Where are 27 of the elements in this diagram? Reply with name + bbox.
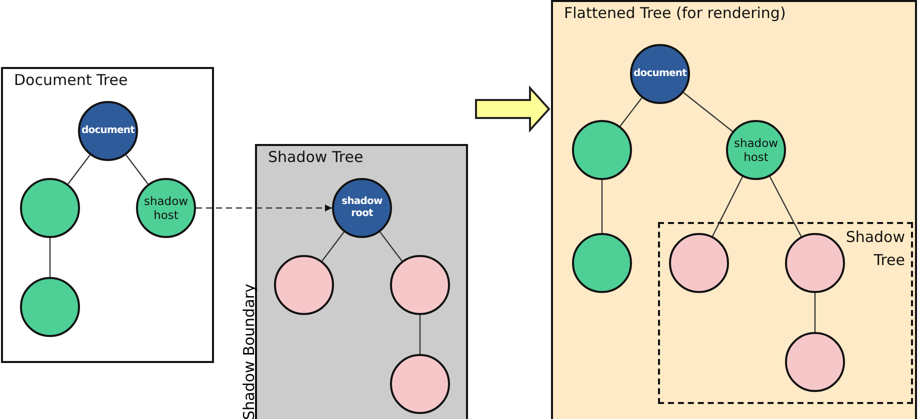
tree-link bbox=[601, 180, 603, 233]
node-label: document bbox=[632, 68, 688, 80]
tree-link bbox=[814, 293, 816, 332]
node-label: shadow host bbox=[142, 194, 190, 222]
tree-link bbox=[419, 315, 421, 354]
tree-panel bbox=[1, 67, 214, 363]
panel-title: Document Tree bbox=[14, 71, 128, 89]
node-label: shadow host bbox=[732, 136, 780, 164]
tree-link bbox=[126, 154, 148, 184]
block-arrow bbox=[475, 85, 550, 133]
tree-link bbox=[322, 232, 344, 262]
tree-link bbox=[68, 154, 90, 184]
node-label: shadow root bbox=[340, 196, 384, 220]
tree-link bbox=[620, 97, 642, 127]
tree-link bbox=[380, 232, 402, 262]
arrow bbox=[196, 204, 332, 212]
tree-link bbox=[712, 176, 744, 236]
tree-link bbox=[49, 238, 51, 277]
boundary-label: Shadow Boundary bbox=[240, 284, 258, 419]
dashed-group-box bbox=[658, 222, 913, 404]
tree-link bbox=[769, 176, 802, 237]
panel-title: Shadow Tree bbox=[268, 148, 364, 166]
tree-link bbox=[683, 92, 733, 132]
node-label: document bbox=[80, 124, 136, 138]
panel-title: Shadow Tree bbox=[844, 227, 905, 270]
panel-title: Flattened Tree (for rendering) bbox=[564, 4, 786, 22]
tree-panel bbox=[551, 0, 917, 419]
